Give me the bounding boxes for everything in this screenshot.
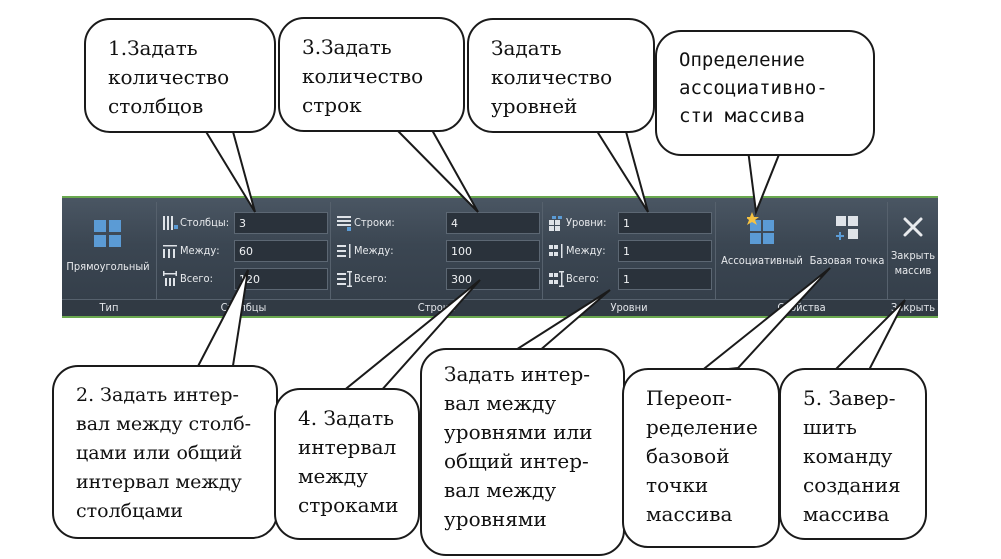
- separator: [156, 202, 157, 314]
- column-spacing-icon: [163, 245, 177, 258]
- group-label-type: Тип: [99, 301, 119, 314]
- pointer-rows-count: [392, 126, 479, 213]
- callout-row-interval: 4. Задать интервал между строками: [274, 388, 420, 540]
- rows-count-label: Строки:: [354, 216, 395, 229]
- callout-level-interval: Задать интер- вал между уровнями или общ…: [420, 348, 625, 556]
- rows-spacing-label: Между:: [354, 244, 394, 257]
- base-point-icon: [836, 216, 858, 240]
- columns-icon: [163, 216, 178, 230]
- columns-total-row: Всего:: [162, 268, 332, 292]
- close-array-button[interactable]: Закрыть массив: [888, 216, 938, 278]
- column-total-icon: [163, 271, 177, 286]
- separator: [887, 202, 888, 314]
- rows-total-label: Всего:: [354, 272, 387, 285]
- callout-columns-count: 1.Задать количество столбцов: [84, 18, 276, 133]
- separator: [715, 202, 716, 314]
- rows-count-input[interactable]: 4: [446, 212, 540, 234]
- columns-count-row: Столбцы:: [162, 212, 332, 236]
- ribbon-footer: [62, 299, 938, 316]
- levels-spacing-input[interactable]: 1: [618, 240, 712, 262]
- pointer-column-interval: [193, 269, 249, 373]
- columns-count-label: Столбцы:: [180, 216, 230, 229]
- rows-total-row: Всего:: [336, 268, 446, 292]
- separator: [330, 202, 331, 314]
- levels-count-label: Уровни:: [566, 216, 607, 229]
- callout-column-interval: 2. Задать интер- вал между столб- цами и…: [52, 365, 278, 539]
- pointer-close-command: [832, 299, 906, 374]
- level-total-icon: [549, 271, 564, 287]
- rows-total-input[interactable]: 300: [446, 268, 540, 290]
- levels-total-input[interactable]: 1: [618, 268, 712, 290]
- levels-spacing-row: Между:: [548, 240, 618, 264]
- associative-label: Ассоциативный: [721, 254, 803, 267]
- levels-icon: [549, 216, 562, 231]
- row-total-icon: [337, 271, 352, 287]
- levels-total-row: Всего:: [548, 268, 618, 292]
- base-point-button[interactable]: Базовая точка: [806, 212, 888, 267]
- rows-count-row: Строки:: [336, 212, 446, 236]
- callout-levels-count: Задать количество уровней: [467, 18, 655, 133]
- rows-spacing-row: Между:: [336, 240, 446, 264]
- columns-total-label: Всего:: [180, 272, 213, 285]
- associative-button[interactable]: Ассоциативный: [718, 212, 806, 267]
- pointer-base-point: [696, 267, 831, 374]
- callout-close-command: 5. Завер- шить команду создания массива: [779, 368, 927, 540]
- columns-count-input[interactable]: 3: [234, 212, 328, 234]
- rows-icon: [337, 216, 351, 231]
- columns-spacing-label: Между:: [180, 244, 220, 257]
- pointer-columns-count: [203, 126, 256, 213]
- array-ribbon-panel: Прямоугольный Столбцы: 3 Между: 60 Всего…: [62, 196, 938, 318]
- levels-count-input[interactable]: 1: [618, 212, 712, 234]
- levels-total-label: Всего:: [566, 272, 599, 285]
- close-label-line1: Закрыть: [890, 249, 936, 262]
- callout-rows-count: 3.Задать количество строк: [278, 17, 465, 132]
- pointer-associativity: [746, 148, 782, 216]
- group-label-levels: Уровни: [610, 301, 648, 314]
- rows-spacing-input[interactable]: 100: [446, 240, 540, 262]
- pointer-levels-count: [593, 127, 649, 213]
- rectangular-array-icon: [94, 220, 121, 247]
- callout-associativity: Определение ассоциативно- сти массива: [655, 30, 875, 156]
- close-icon: [903, 217, 923, 237]
- level-spacing-icon: [549, 244, 563, 258]
- callout-base-point: Переоп- ределение базовой точки массива: [622, 368, 780, 548]
- row-spacing-icon: [337, 244, 351, 258]
- rectangular-array-label: Прямоугольный: [66, 260, 150, 273]
- associative-icon: [747, 212, 774, 244]
- levels-count-row: Уровни:: [548, 212, 658, 236]
- separator: [542, 202, 543, 314]
- base-point-label: Базовая точка: [809, 254, 885, 267]
- levels-spacing-label: Между:: [566, 244, 606, 257]
- columns-spacing-input[interactable]: 60: [234, 240, 328, 262]
- columns-spacing-row: Между:: [162, 240, 332, 264]
- close-label-line2: массив: [894, 264, 932, 277]
- rectangular-array-button[interactable]: Прямоугольный: [64, 220, 152, 273]
